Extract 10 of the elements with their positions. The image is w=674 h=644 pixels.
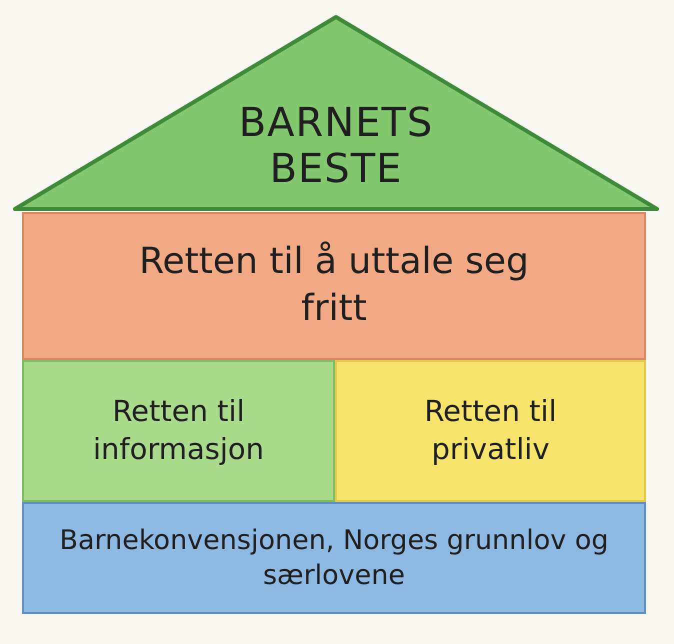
left-block bbox=[22, 360, 335, 502]
label-text: Retten til å uttale seg fritt bbox=[138, 240, 530, 331]
label-text: BARNETS BESTE bbox=[238, 99, 434, 192]
wide-band bbox=[22, 212, 646, 360]
roof-triangle bbox=[12, 14, 660, 212]
label-text: Barnekonvensjonen, Norges grunnlov og særlovene bbox=[58, 524, 610, 593]
label-text: Retten til informasjon bbox=[92, 393, 266, 468]
label-text: Retten til privatliv bbox=[423, 393, 558, 468]
foundation-band bbox=[22, 502, 646, 614]
right-block bbox=[335, 360, 646, 502]
